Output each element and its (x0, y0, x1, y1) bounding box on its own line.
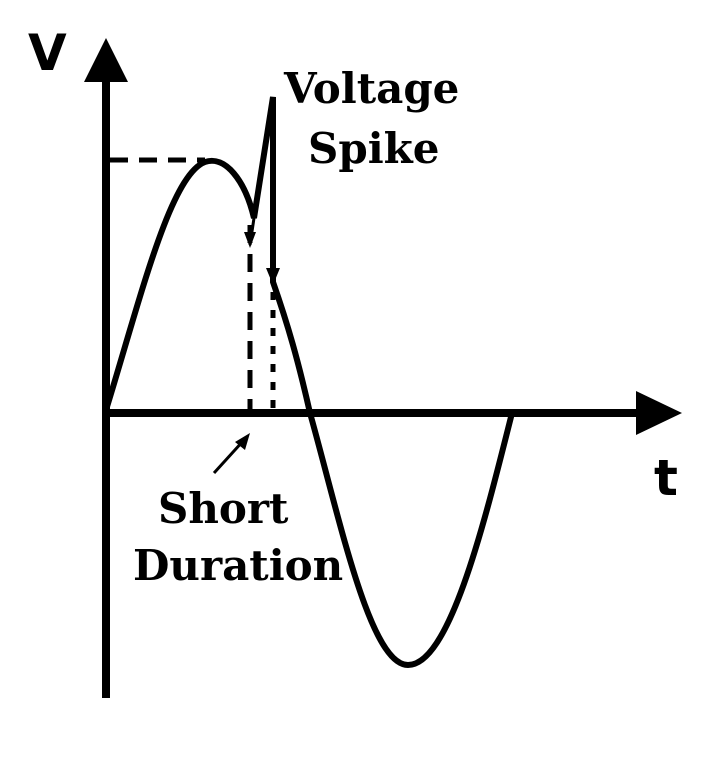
spike-arrow-right-head (266, 268, 280, 285)
x-axis-arrowhead (636, 391, 682, 435)
short-duration-label-line2: Duration (133, 541, 343, 590)
voltage-spike-label-line1: Voltage (283, 64, 459, 113)
voltage-waveform (103, 96, 515, 669)
short-duration-pointer-head (235, 433, 250, 450)
short-duration-label-line1: Short (158, 484, 289, 533)
y-axis-label: V (28, 24, 67, 82)
x-axis-label: t (654, 449, 678, 507)
short-duration-pointer (212, 438, 246, 475)
voltage-spike-label-line2: Spike (308, 124, 439, 173)
spike-arrow-left-head (244, 232, 256, 248)
y-axis-arrowhead (84, 38, 128, 82)
